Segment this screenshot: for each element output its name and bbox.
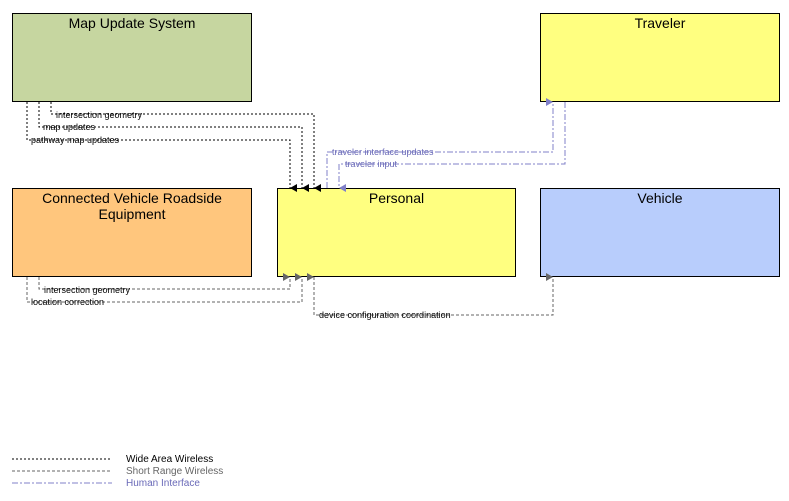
node-label-line1: Connected Vehicle Roadside: [42, 190, 222, 206]
flow-label: traveler interface updates: [332, 147, 434, 157]
node-personal: Personal: [277, 188, 516, 277]
legend-short-range-wireless: Short Range Wireless: [12, 466, 223, 477]
flow-label: device configuration coordination: [319, 310, 451, 320]
flow-label: intersection geometry: [44, 285, 131, 295]
legend-wide-area-wireless: Wide Area Wireless: [12, 454, 213, 465]
flow-pathway-map-updates: pathway map updates: [26, 102, 297, 192]
flow-location-correction: location correction: [26, 273, 303, 307]
node-label: Traveler: [634, 15, 686, 31]
flow-map-updates: map updates: [38, 102, 309, 192]
node-label: Map Update System: [68, 15, 196, 31]
flow-device-configuration-coordination: device configuration coordination: [307, 273, 554, 320]
flow-label: location correction: [31, 297, 104, 307]
flow-label: map updates: [43, 122, 96, 132]
flow-label: pathway map updates: [31, 135, 120, 145]
legend-label: Wide Area Wireless: [126, 454, 213, 465]
legend-human-interface: Human Interface: [12, 478, 200, 489]
node-connected-vehicle-roadside-equipment: Connected Vehicle Roadside Equipment: [12, 188, 252, 277]
node-vehicle: Vehicle: [540, 188, 780, 277]
node-label: Personal: [368, 190, 425, 206]
node-map-update-system: Map Update System: [12, 13, 252, 102]
node-label-line2: Equipment: [98, 206, 166, 222]
node-label: Vehicle: [637, 190, 683, 206]
flow-intersection-geometry-top: intersection geometry: [50, 102, 321, 192]
node-traveler: Traveler: [540, 13, 780, 102]
legend-label: Human Interface: [126, 478, 200, 489]
flow-label: intersection geometry: [56, 110, 143, 120]
legend-label: Short Range Wireless: [126, 466, 223, 477]
flow-label: traveler input: [345, 159, 398, 169]
flow-intersection-geometry-bottom: intersection geometry: [38, 273, 291, 295]
flow-traveler-input: traveler input: [338, 102, 566, 192]
flow-traveler-interface-updates: traveler interface updates: [326, 98, 554, 188]
legend: Wide Area Wireless Short Range Wireless …: [12, 454, 223, 489]
